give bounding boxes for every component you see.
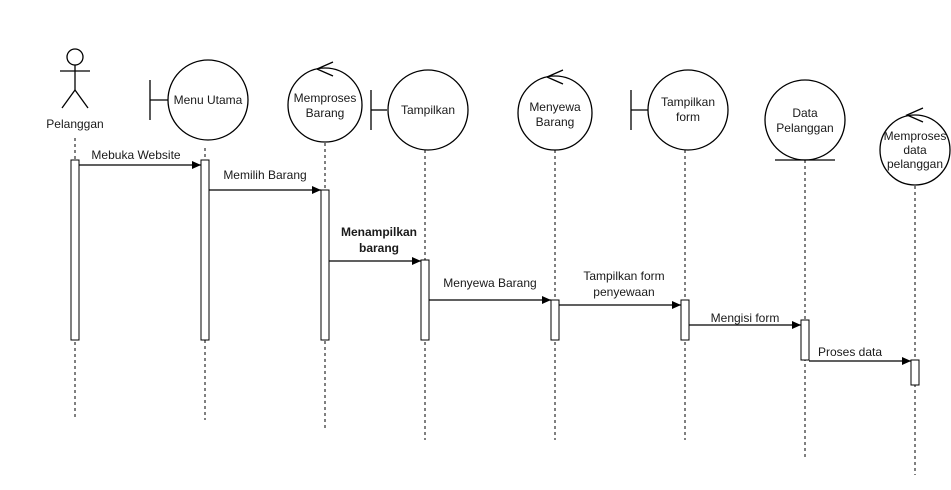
participant-label-line3: pelanggan	[887, 157, 943, 171]
message-menampilkan-barang: Menampilkan barang	[329, 225, 421, 265]
activation-memproses-data-pelanggan	[910, 359, 920, 386]
message-mebuka-website: Mebuka Website	[79, 148, 201, 169]
control-memproses-barang: Memproses Barang	[287, 61, 363, 143]
boundary-tampilkan-form: Tampilkan form	[630, 69, 729, 151]
message-label-line2: barang	[359, 241, 399, 255]
boundary-menu-utama: Menu Utama	[149, 59, 249, 141]
participant-label-line2: Barang	[536, 115, 575, 129]
participant-label: Menu Utama	[174, 93, 243, 107]
message-label-line1: Tampilkan form	[583, 269, 664, 283]
control-arrow-icon	[545, 69, 564, 85]
control-arrow-icon	[905, 107, 924, 123]
message-proses-data: Proses data	[809, 345, 911, 365]
actor-label: Pelanggan	[46, 117, 103, 131]
message-memilih-barang: Memilih Barang	[209, 168, 321, 194]
message-label: Mebuka Website	[91, 148, 180, 162]
actor-pelanggan: Pelanggan	[46, 48, 104, 131]
control-menyewa-barang: Menyewa Barang	[517, 69, 593, 151]
participant-label-line1: Memproses	[884, 129, 947, 143]
message-label-line1: Menampilkan	[341, 225, 417, 239]
participant-label-line2: Barang	[306, 106, 345, 120]
activation-memproses-barang	[320, 189, 330, 341]
message-mengisi-form: Mengisi form	[689, 311, 801, 329]
message-label: Menyewa Barang	[443, 276, 536, 290]
activation-tampilkan-form	[680, 299, 690, 341]
activation-menyewa-barang	[550, 299, 560, 341]
activation-pelanggan	[70, 159, 80, 341]
message-label: Proses data	[818, 345, 882, 359]
activation-tampilkan	[420, 259, 430, 341]
participant-label-line1: Menyewa	[529, 100, 581, 114]
message-label-line2: penyewaan	[593, 285, 654, 299]
participant-label-line2: data	[903, 143, 927, 157]
message-tampilkan-form-penyewaan: Tampilkan form penyewaan	[559, 269, 681, 309]
activation-menu-utama	[200, 159, 210, 341]
entity-data-pelanggan: Data Pelanggan	[764, 79, 846, 161]
participant-label: Tampilkan	[401, 103, 455, 117]
participant-label-line1: Memproses	[294, 91, 357, 105]
actor-head-icon	[66, 48, 84, 66]
participant-label-line2: form	[676, 110, 700, 124]
control-memproses-data-pelanggan: Memproses data pelanggan	[879, 107, 951, 186]
control-arrow-icon	[315, 61, 334, 77]
boundary-tampilkan: Tampilkan	[370, 69, 469, 151]
participant-label-line1: Data	[792, 106, 818, 120]
participant-label-line2: Pelanggan	[776, 121, 833, 135]
message-label: Memilih Barang	[223, 168, 306, 182]
message-menyewa-barang: Menyewa Barang	[429, 276, 551, 304]
participant-label-line1: Tampilkan	[661, 95, 715, 109]
message-label: Mengisi form	[711, 311, 780, 325]
activation-data-pelanggan	[800, 319, 810, 361]
